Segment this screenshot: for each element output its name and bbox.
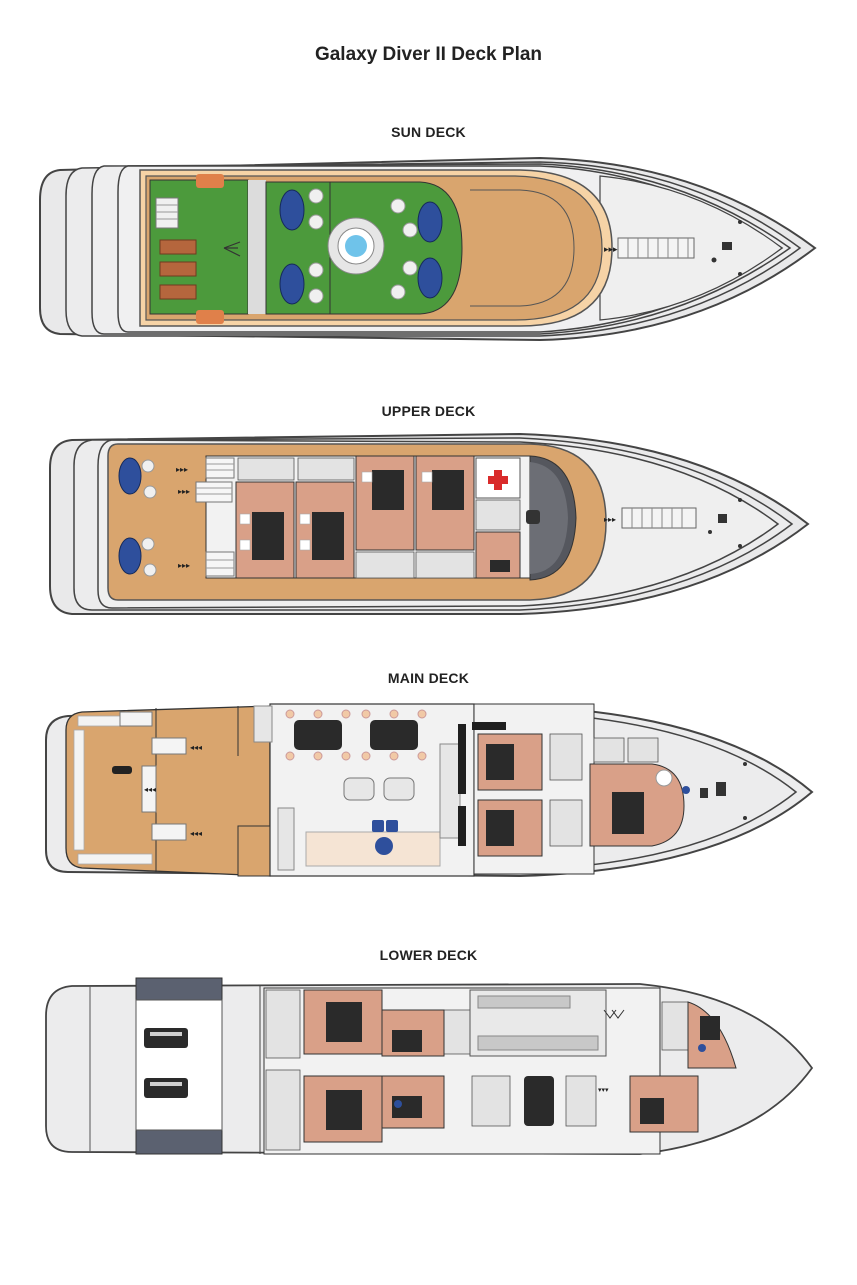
svg-text:▾▾▾: ▾▾▾: [598, 1086, 609, 1094]
lower-deck-plan: ▾▾▾: [45, 977, 814, 1155]
medical-cross-icon: [488, 470, 508, 490]
upper-deck-plan: ▸▸▸ ▸▸▸ ▸▸▸ ▸▸▸: [49, 432, 810, 615]
svg-text:▸▸▸: ▸▸▸: [604, 515, 616, 524]
beds: [252, 470, 510, 572]
sun-deck-plan: ▸▸▸: [39, 156, 817, 342]
helm-chair-icon: [526, 510, 540, 524]
main-deck-label: MAIN DECK: [387, 670, 470, 686]
salon-armchairs: [372, 820, 398, 855]
svg-text:◂◂◂: ◂◂◂: [190, 743, 202, 752]
dining-tables: [294, 720, 418, 750]
svg-text:▸▸▸: ▸▸▸: [178, 487, 190, 496]
sun-loungers: [159, 239, 197, 300]
beds: [486, 744, 644, 846]
svg-text:▸▸▸: ▸▸▸: [176, 465, 188, 474]
lounge-chairs: [279, 189, 443, 305]
plant-icon: [223, 241, 241, 257]
sun-forward-stairs: [617, 237, 695, 259]
round-tables: [308, 188, 418, 304]
svg-text:◂◂◂: ◂◂◂: [190, 829, 202, 838]
page-title: Galaxy Diver II Deck Plan: [314, 44, 543, 65]
lower-deck-label: LOWER DECK: [379, 947, 478, 963]
svg-text:◂◂◂: ◂◂◂: [144, 785, 156, 794]
sun-deck-label: SUN DECK: [391, 124, 466, 140]
main-deck-plan: ◂◂◂◂◂◂◂◂◂ ▸▸▸: [45, 703, 814, 878]
main-aft-deck: [65, 705, 271, 877]
svg-text:▸▸▸: ▸▸▸: [604, 245, 618, 255]
sun-aft-stairs: [155, 197, 179, 229]
svg-text:▸▸▸: ▸▸▸: [178, 561, 190, 570]
sun-corridor: [248, 180, 266, 314]
upper-deck-label: UPPER DECK: [381, 403, 476, 419]
